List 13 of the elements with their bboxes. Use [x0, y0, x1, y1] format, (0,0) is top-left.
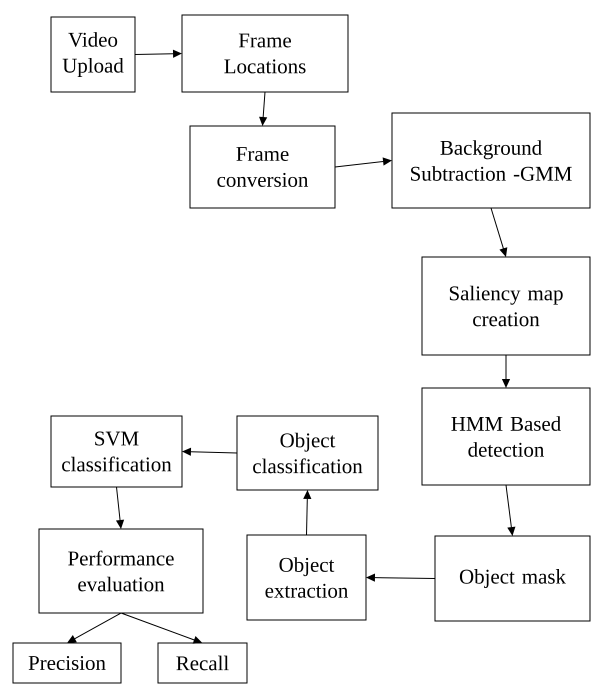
process-box: SVM classification: [50, 416, 182, 488]
process-box: Precision: [12, 642, 122, 684]
process-box: Frame conversion: [190, 126, 336, 208]
process-box: Performance evaluation: [38, 528, 204, 614]
process-box: Background Subtraction -GMM: [392, 112, 590, 208]
process-box: Recall: [158, 642, 248, 684]
process-box: Video Upload: [50, 16, 136, 92]
process-box: Object classification: [236, 416, 378, 490]
process-box: Saliency map creation: [422, 256, 590, 356]
process-box: Frame Locations: [182, 14, 348, 92]
process-box: Object mask: [434, 536, 590, 622]
process-box: HMM Based detection: [422, 388, 590, 486]
process-box: Object extraction: [246, 534, 366, 620]
